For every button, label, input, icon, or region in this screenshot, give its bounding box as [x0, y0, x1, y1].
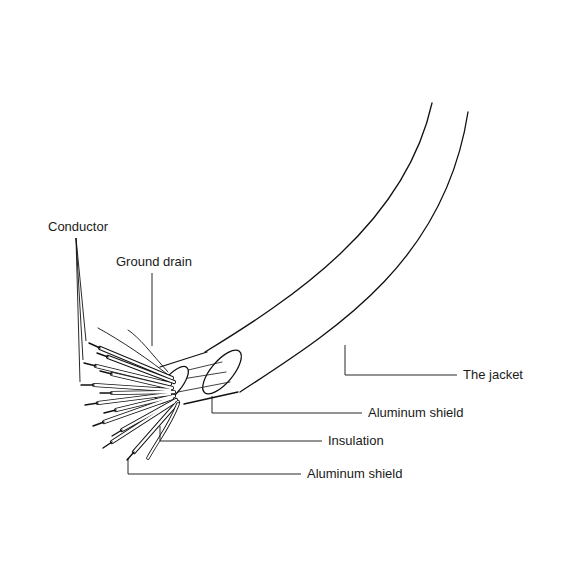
leader-line [212, 396, 362, 413]
wire-bundle [81, 328, 178, 460]
part-label: Ground drain [115, 254, 193, 269]
shield-edge [184, 392, 238, 404]
part-label: Conductor [47, 219, 109, 234]
cable-body [150, 103, 468, 408]
jacket-edge [205, 103, 432, 352]
conductor-tips [81, 343, 134, 460]
leader-line [128, 458, 301, 474]
wire-outlines [94, 348, 178, 452]
part-label: The jacket [462, 367, 524, 382]
leader-line [345, 345, 457, 375]
leader-line [160, 426, 322, 441]
part-label: Insulation [327, 433, 385, 448]
part-label: Aluminum shield [306, 466, 403, 481]
wire-fills [94, 348, 178, 452]
shield-edge [160, 352, 207, 367]
leader-line [76, 238, 86, 382]
leader-line [152, 273, 153, 346]
part-label: Aluminum shield [367, 405, 464, 420]
insulated-wire [148, 404, 178, 458]
jacket-edge [240, 112, 468, 392]
insulated-wire [148, 404, 178, 458]
leader-lines [76, 238, 457, 474]
